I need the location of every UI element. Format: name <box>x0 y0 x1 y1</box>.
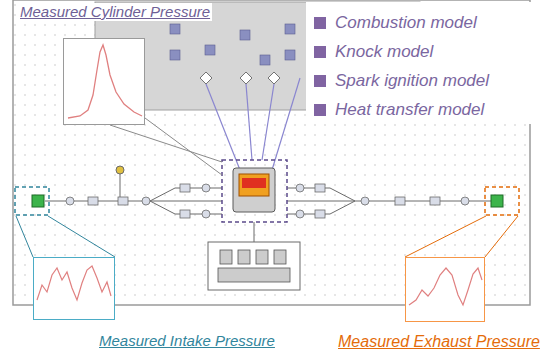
exhaust-plot-bg <box>405 257 485 322</box>
intake-boundary <box>32 195 44 207</box>
engine-cylinders <box>218 250 290 282</box>
legend-swatch <box>314 17 326 29</box>
legend-text: Knock model <box>335 42 433 62</box>
exhaust-boundary <box>491 195 503 207</box>
intake-pressure-curve <box>37 266 111 300</box>
legend-row: Heat transfer model <box>314 95 555 124</box>
intake-highlight <box>15 187 49 215</box>
exhaust-pressure-curve <box>409 268 482 305</box>
cylinder-flame <box>239 174 269 196</box>
legend-text: Spark ignition model <box>335 71 489 91</box>
legend-row: Spark ignition model <box>314 66 555 95</box>
sensor-icon <box>116 166 124 174</box>
plot-title: Measured Exhaust Pressure <box>336 332 542 351</box>
signal-lines <box>206 78 300 170</box>
legend-swatch <box>314 104 326 116</box>
exhaust-pressure-plot: Measured Exhaust Pressure <box>405 257 485 322</box>
plot-title: Measured Intake Pressure <box>97 332 277 350</box>
legend-box: Combustion modelKnock modelSpark ignitio… <box>306 2 555 124</box>
cylinder-icon <box>233 168 275 212</box>
legend-swatch <box>314 75 326 87</box>
cylinder-pressure-plot: Measured Cylinder Pressure <box>63 38 145 125</box>
legend-row: Knock model <box>314 37 555 66</box>
cylinder-pressure-curve <box>68 45 142 118</box>
cylinder-highlight <box>222 160 287 222</box>
legend-text: Combustion model <box>335 13 477 33</box>
legend-swatch <box>314 46 326 58</box>
legend-row: Combustion model <box>314 8 555 37</box>
cyl-plot-bg <box>63 38 145 125</box>
cylinder-flame-core <box>242 178 266 188</box>
crank-link <box>254 222 255 242</box>
panel-diamonds <box>200 72 280 84</box>
exhaust-highlight <box>485 187 519 215</box>
intake-plot-bg <box>33 257 115 320</box>
engine-icon <box>208 242 300 290</box>
legend-text: Heat transfer model <box>335 100 484 120</box>
panel-icons <box>170 24 295 65</box>
sensor-line <box>120 174 121 197</box>
leader-lines <box>16 118 518 257</box>
plot-title: Measured Cylinder Pressure <box>18 3 212 21</box>
intake-pressure-plot: Measured Intake Pressure <box>33 257 115 320</box>
